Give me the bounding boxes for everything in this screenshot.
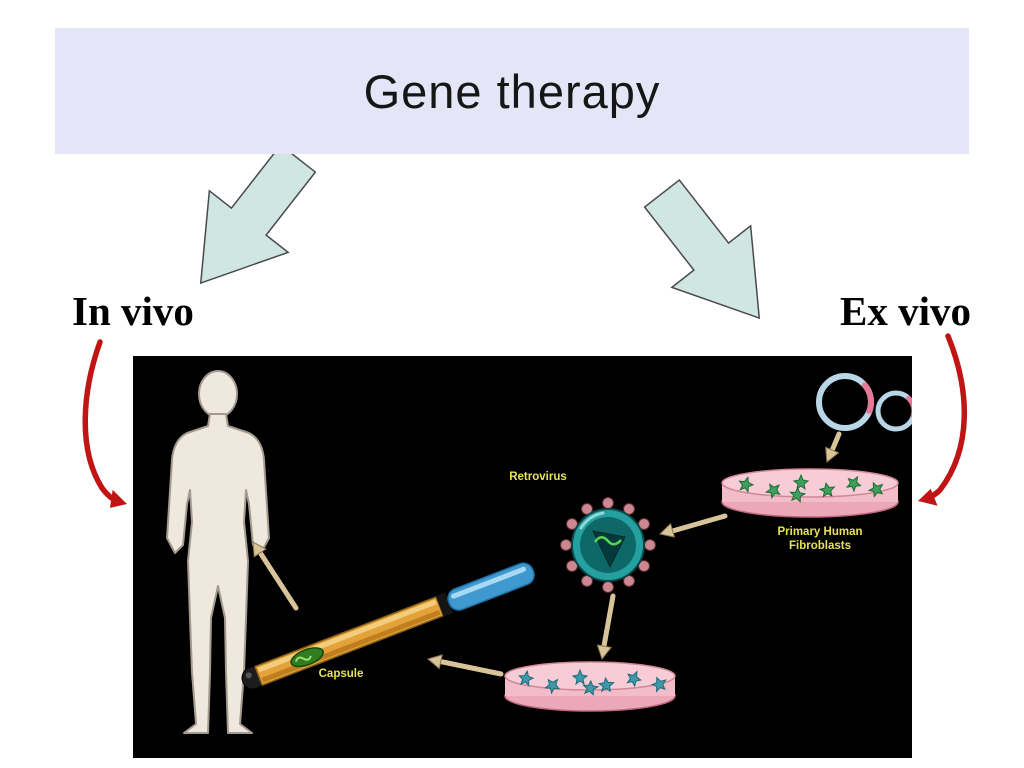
red-arrow-left-icon (82, 339, 127, 508)
fibroblast-cell (518, 669, 535, 687)
fibroblast-cell (650, 676, 667, 693)
connector-arrow-plasmid-to-dish (825, 431, 842, 463)
fibroblast-cell (789, 486, 807, 503)
connector-arrow-dish-to-virus (658, 513, 728, 538)
slide-title: Gene therapy (363, 64, 661, 118)
fibroblast-cell (597, 676, 615, 693)
fibroblast-cell (845, 475, 862, 493)
fibroblasts-label: Primary Human Fibroblasts (777, 526, 863, 552)
connector-arrow-dish-to-capsule (426, 654, 504, 677)
virus-core (592, 530, 626, 569)
fibroblast-cell (764, 483, 781, 500)
connector-arrow-capsule-to-person (252, 541, 299, 611)
fibroblast-cell (626, 670, 642, 688)
connector-arrow-virus-to-dish (596, 593, 616, 661)
in-vivo-label: In vivo (72, 288, 194, 334)
capsule-label: Capsule (318, 668, 364, 680)
fibroblast-cell (792, 473, 810, 491)
fibroblast-cell (571, 668, 589, 686)
ex-vivo-label: Ex vivo (840, 288, 971, 334)
petri-dish-bottom (504, 661, 676, 712)
retrovirus-icon (560, 497, 656, 593)
capsule-gene-pill (290, 647, 324, 668)
person-silhouette (166, 370, 270, 734)
plasmid-icon-large (816, 373, 874, 431)
fibroblast-cell (867, 481, 884, 498)
plasmid-icon-small (875, 390, 917, 432)
retrovirus-label: Retrovirus (509, 471, 567, 483)
diagram-panel: Retrovirus Capsule Primary Human Fibrobl… (133, 356, 917, 758)
capsule-collar (435, 592, 453, 617)
injection-capsule (241, 562, 535, 690)
diagram-graphic (166, 370, 917, 734)
title-bar: Gene therapy (55, 28, 969, 154)
petri-dish-right (721, 468, 899, 518)
fibroblast-cell (738, 475, 755, 494)
fibroblast-cell (818, 482, 836, 498)
block-arrow-right-icon (643, 178, 761, 320)
fibroblast-cell (582, 679, 600, 696)
block-arrow-left-icon (199, 143, 317, 285)
fibroblast-cell (544, 678, 561, 695)
red-arrow-right-icon (918, 333, 967, 506)
